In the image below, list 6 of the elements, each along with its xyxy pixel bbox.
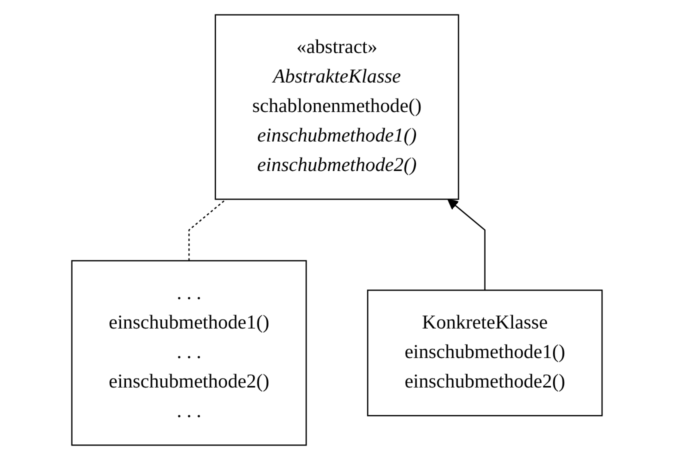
node-box bbox=[214, 14, 460, 200]
arrow bbox=[447, 198, 486, 290]
node-box bbox=[71, 260, 307, 446]
class-diagram: «abstract» AbstrakteKlasse schablonenmethode() einschubmethode1() einschubmethode2() . . . einschubmethode1() . . . einschubmethode2() . . . KonkreteKlasse einschubmethode1() einschubmethode2() bbox=[62, 4, 612, 454]
connector bbox=[188, 198, 226, 260]
node-box bbox=[367, 289, 603, 416]
